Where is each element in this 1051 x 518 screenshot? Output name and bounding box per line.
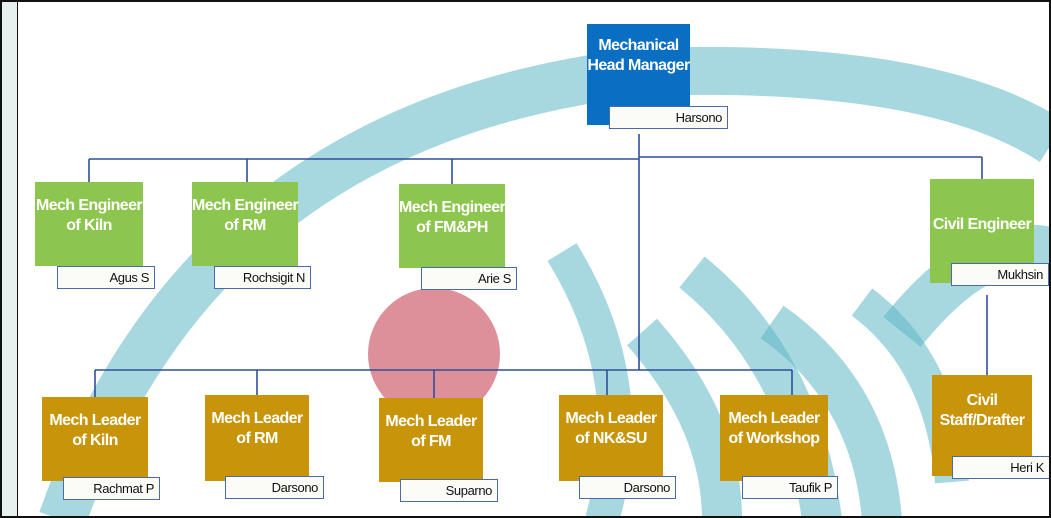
civil-staff-box: Civil Staff/Drafter Heri K	[932, 375, 1049, 479]
manager-title: Mechanical Head Manager	[587, 37, 690, 74]
leader-name: Suparno	[400, 479, 498, 502]
manager-box: Mechanical Head Manager Harsono	[587, 24, 728, 129]
leader-title: Mech Leader of Kiln	[49, 412, 141, 449]
leader-title: Mech Leader of FM	[385, 413, 477, 450]
leader-title: Mech Leader of NK&SU	[565, 410, 657, 447]
engineer-box-civil: Civil Engineer Mukhsin	[930, 179, 1049, 286]
engineer-box-fmph: Mech Engineer of FM&PH Arie S	[399, 184, 517, 290]
engineer-name: Rochsigit N	[214, 266, 311, 289]
leader-box-kiln: Mech Leader of Kiln Rachmat P	[42, 397, 160, 500]
engineer-title: Civil Engineer	[932, 216, 1032, 233]
leader-box-nksu: Mech Leader of NK&SU Darsono	[559, 395, 676, 499]
watermark-arc-2	[626, 318, 742, 516]
engineer-name: Mukhsin	[951, 263, 1049, 286]
leader-box-workshop: Mech Leader of Workshop Taufik P	[720, 395, 838, 499]
leader-name: Taufik P	[742, 476, 838, 499]
engineer-title: Mech Engineer of FM&PH	[399, 199, 506, 236]
watermark-dot	[368, 288, 500, 420]
civil-staff-name: Heri K	[952, 456, 1049, 479]
manager-name: Harsono	[609, 106, 728, 129]
engineer-title: Mech Engineer of Kiln	[35, 197, 143, 234]
watermark-arc-outer	[39, 46, 1049, 516]
leader-name: Darsono	[225, 476, 324, 499]
engineer-box-kiln: Mech Engineer of Kiln Agus S	[35, 182, 155, 289]
engineer-box-rm: Mech Engineer of RM Rochsigit N	[192, 182, 311, 289]
left-sidebar-strip	[2, 2, 18, 516]
engineer-title: Mech Engineer of RM	[192, 197, 299, 234]
engineer-name: Agus S	[57, 266, 155, 289]
civil-staff-title: Civil Staff/Drafter	[939, 392, 1025, 429]
engineer-name: Arie S	[421, 267, 517, 290]
leader-name: Rachmat P	[63, 477, 160, 500]
leader-title: Mech Leader of Workshop	[728, 410, 820, 447]
leader-box-rm: Mech Leader of RM Darsono	[205, 395, 324, 499]
leader-name: Darsono	[579, 476, 676, 499]
leader-title: Mech Leader of RM	[211, 410, 303, 447]
leader-box-fm: Mech Leader of FM Suparno	[379, 398, 498, 502]
watermark-arc-4	[760, 305, 902, 516]
